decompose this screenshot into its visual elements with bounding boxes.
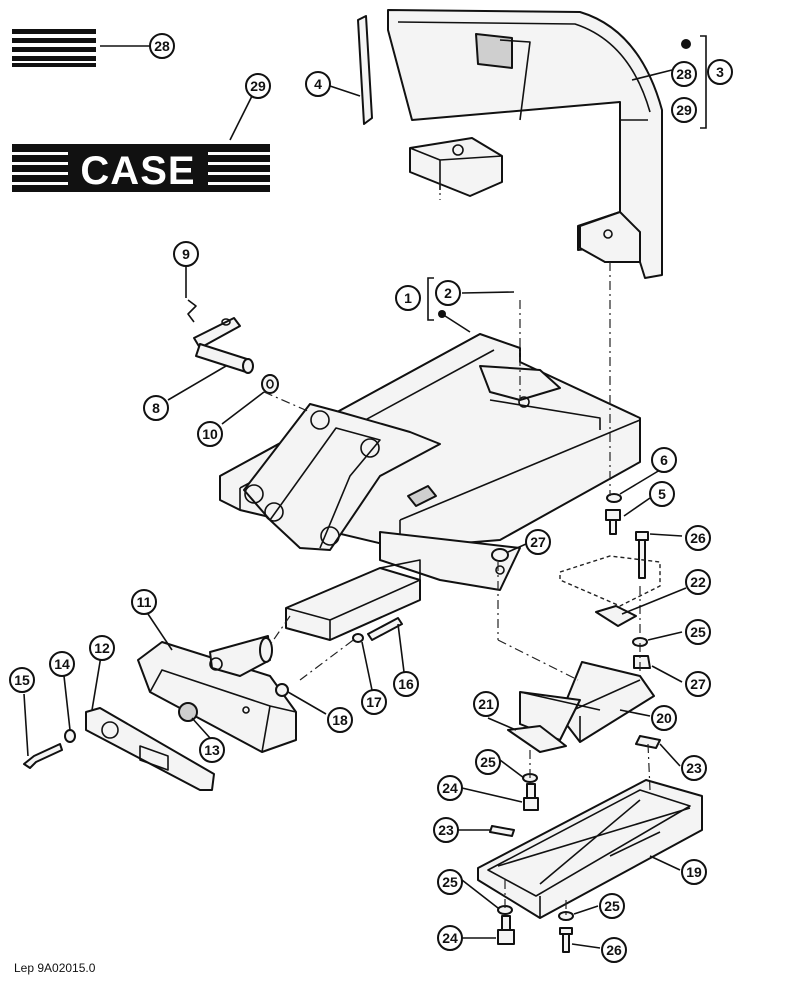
svg-text:6: 6: [660, 452, 668, 468]
svg-text:9: 9: [182, 246, 190, 262]
cover-plate-part: [491, 548, 661, 669]
svg-text:26: 26: [690, 530, 706, 546]
callout-25: 25: [475, 749, 501, 775]
callout-18: 18: [327, 707, 353, 733]
callout-3: 3: [707, 59, 733, 85]
callout-1: 1: [395, 285, 421, 311]
callout-27: 27: [685, 671, 711, 697]
svg-text:4: 4: [314, 76, 322, 92]
svg-text:23: 23: [438, 822, 454, 838]
callout-14: 14: [49, 651, 75, 677]
svg-text:28: 28: [154, 38, 170, 54]
alignment-lines: [263, 180, 651, 916]
leader-lines: [23, 45, 687, 949]
callout-25: 25: [685, 619, 711, 645]
callouts: 28 29 4 28 29 3 9 2 1 8 10 6 5 26 27 22 …: [9, 33, 733, 963]
callout-6: 6: [651, 447, 677, 473]
svg-text:24: 24: [442, 930, 458, 946]
svg-text:29: 29: [676, 102, 692, 118]
svg-text:21: 21: [478, 696, 494, 712]
callout-23: 23: [681, 755, 707, 781]
bracket-part: [507, 661, 661, 753]
washer-part: [261, 374, 279, 394]
callout-25: 25: [437, 869, 463, 895]
group-brackets: [427, 35, 707, 321]
callout-8: 8: [143, 395, 169, 421]
callout-24: 24: [437, 775, 463, 801]
callout-15: 15: [9, 667, 35, 693]
svg-text:25: 25: [690, 624, 706, 640]
svg-text:8: 8: [152, 400, 160, 416]
callout-20: 20: [651, 705, 677, 731]
callout-25: 25: [599, 893, 625, 919]
pin-part: [193, 317, 254, 374]
callout-13: 13: [199, 737, 225, 763]
callout-28: 28: [671, 61, 697, 87]
svg-text:22: 22: [690, 574, 706, 590]
callout-29: 29: [245, 73, 271, 99]
svg-text:15: 15: [14, 672, 30, 688]
svg-text:25: 25: [442, 874, 458, 890]
clip-part: [187, 299, 197, 323]
svg-text:24: 24: [442, 780, 458, 796]
main-frame-part: [219, 333, 641, 641]
callout-12: 12: [89, 635, 115, 661]
svg-text:11: 11: [137, 594, 152, 610]
svg-text:1: 1: [404, 290, 412, 306]
bolt-washer-right-part: [605, 493, 649, 579]
callout-5: 5: [649, 481, 675, 507]
callout-28: 28: [149, 33, 175, 59]
callout-23: 23: [433, 817, 459, 843]
decal-stripes-part: [12, 29, 96, 67]
svg-text:14: 14: [54, 656, 70, 672]
svg-text:13: 13: [204, 742, 220, 758]
callout-22: 22: [685, 569, 711, 595]
callout-11: 11: [131, 589, 157, 615]
svg-text:17: 17: [366, 694, 382, 710]
svg-text:27: 27: [530, 534, 546, 550]
callout-17: 17: [361, 689, 387, 715]
case-logo-decal: CASE: [12, 144, 270, 193]
svg-text:2: 2: [444, 285, 452, 301]
callout-26: 26: [685, 525, 711, 551]
svg-text:20: 20: [656, 710, 672, 726]
svg-text:25: 25: [604, 898, 620, 914]
side-beam-part: [137, 635, 297, 753]
svg-text:25: 25: [480, 754, 496, 770]
callout-2: 2: [435, 280, 461, 306]
counterweight-part: [387, 9, 663, 279]
side-plate-part: [85, 707, 215, 791]
callout-29: 29: [671, 97, 697, 123]
callout-4: 4: [305, 71, 331, 97]
svg-text:18: 18: [332, 712, 348, 728]
drawing-reference: Lep 9A02015.0: [14, 961, 96, 975]
callout-24: 24: [437, 925, 463, 951]
callout-10: 10: [197, 421, 223, 447]
svg-text:28: 28: [676, 66, 692, 82]
svg-text:26: 26: [606, 942, 622, 958]
svg-text:12: 12: [94, 640, 110, 656]
svg-text:5: 5: [658, 486, 666, 502]
callout-16: 16: [393, 671, 419, 697]
seal-strip-part: [357, 15, 373, 125]
callout-21: 21: [473, 691, 499, 717]
tray-part: [477, 779, 703, 919]
svg-text:16: 16: [398, 676, 414, 692]
svg-text:27: 27: [690, 676, 706, 692]
logo-text: CASE: [80, 149, 195, 193]
callout-27: 27: [525, 529, 551, 555]
svg-text:10: 10: [202, 426, 218, 442]
svg-text:29: 29: [250, 78, 266, 94]
callout-9: 9: [173, 241, 199, 267]
lower-fasteners-part: [489, 773, 574, 953]
svg-text:3: 3: [716, 64, 724, 80]
callout-19: 19: [681, 859, 707, 885]
callout-26: 26: [601, 937, 627, 963]
svg-text:23: 23: [686, 760, 702, 776]
svg-text:19: 19: [686, 864, 702, 880]
